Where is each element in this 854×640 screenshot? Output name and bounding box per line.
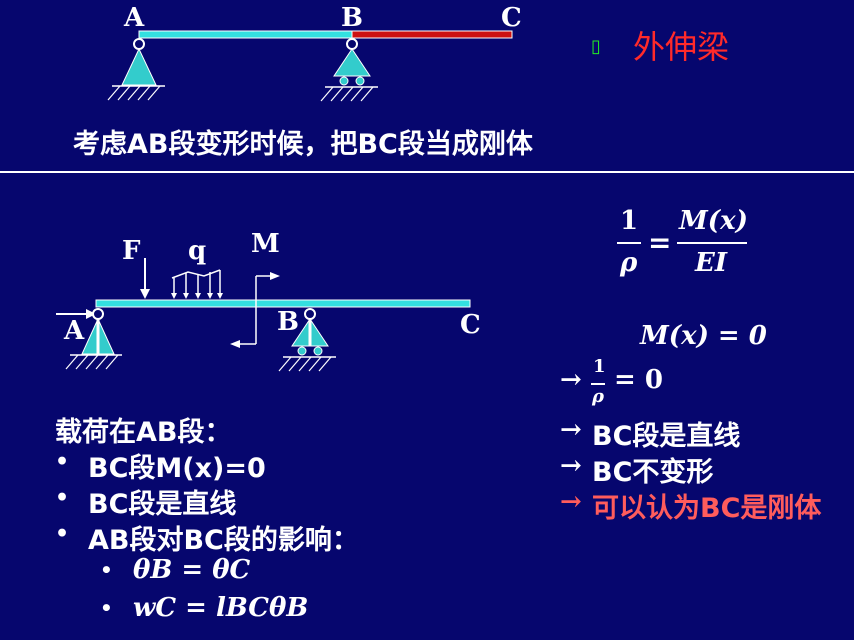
frac1-bar — [617, 242, 641, 244]
moment-zero-equation: M(x) = 0 — [640, 321, 767, 351]
bottom-support-a — [65, 308, 122, 370]
bullet-dot-icon: • — [55, 521, 70, 547]
conclusion-straight-text: BC段是直线 — [592, 421, 741, 452]
top-support-a — [107, 38, 165, 101]
list-item-text: AB段对BC段的影响： — [88, 525, 359, 556]
deflection-formula: wC = lBCθB — [133, 593, 309, 623]
loads-heading: 载荷在AB段： — [55, 417, 232, 448]
top-beam-bc — [351, 30, 513, 39]
bottom-label-f: F — [122, 236, 141, 266]
frac3-numerator: 1 — [593, 356, 606, 377]
bottom-label-m: M — [251, 229, 280, 259]
conclusion-rigid-text: 可以认为BC是刚体 — [592, 493, 822, 524]
bottom-support-b — [278, 308, 336, 372]
force-f-arrow — [140, 258, 150, 299]
distributed-load-q — [171, 269, 221, 296]
distributed-load-arrowheads — [171, 293, 223, 299]
frac2-numerator: M(x) — [679, 206, 748, 236]
moment-m-arrowhead-bottom — [230, 340, 240, 348]
frac-equals-sign: = — [648, 226, 672, 259]
frac3-rhs: = 0 — [614, 365, 663, 395]
bottom-label-a: A — [64, 316, 85, 346]
axial-force-arrow — [56, 309, 96, 319]
bottom-beam — [95, 299, 471, 308]
top-label-b: B — [341, 3, 363, 33]
list-item-text: BC段M(x)=0 — [88, 453, 266, 484]
list-item-text: BC段是直线 — [88, 489, 237, 520]
note-text: 考虑AB段变形时候，把BC段当成刚体 — [73, 129, 533, 160]
arrow-icon: → — [560, 415, 582, 445]
bullet-dot-icon: • — [55, 485, 70, 511]
top-label-a: A — [124, 3, 145, 33]
frac3-bar — [591, 383, 605, 385]
bottom-label-c: C — [460, 310, 481, 340]
bullet-dot-icon: • — [100, 596, 113, 620]
frac2-bar — [677, 242, 747, 244]
arrow-icon: → — [560, 451, 582, 481]
conclusion-nodeform-text: BC不变形 — [592, 457, 714, 488]
frac3-denominator: ρ — [592, 386, 604, 407]
bullet-dot-icon: • — [55, 449, 70, 475]
bullet-square-icon: ▯ — [591, 36, 601, 57]
slope-equality-formula: θB = θC — [133, 555, 251, 585]
frac1-denominator: ρ — [620, 248, 638, 278]
moment-m-arrowhead-top — [270, 272, 280, 280]
top-support-b — [320, 38, 378, 102]
top-beam-ab — [138, 30, 353, 39]
arrow-icon: → — [560, 487, 582, 517]
top-label-c: C — [501, 3, 522, 33]
arrow-icon: → — [560, 365, 582, 395]
frac2-denominator: EI — [695, 248, 727, 278]
slide-title: 外伸梁 — [633, 28, 730, 66]
bottom-label-b: B — [277, 307, 299, 337]
bottom-label-q: q — [188, 236, 207, 266]
bullet-dot-icon: • — [100, 558, 113, 582]
moment-m-symbol — [236, 275, 272, 345]
frac1-numerator: 1 — [620, 206, 639, 236]
